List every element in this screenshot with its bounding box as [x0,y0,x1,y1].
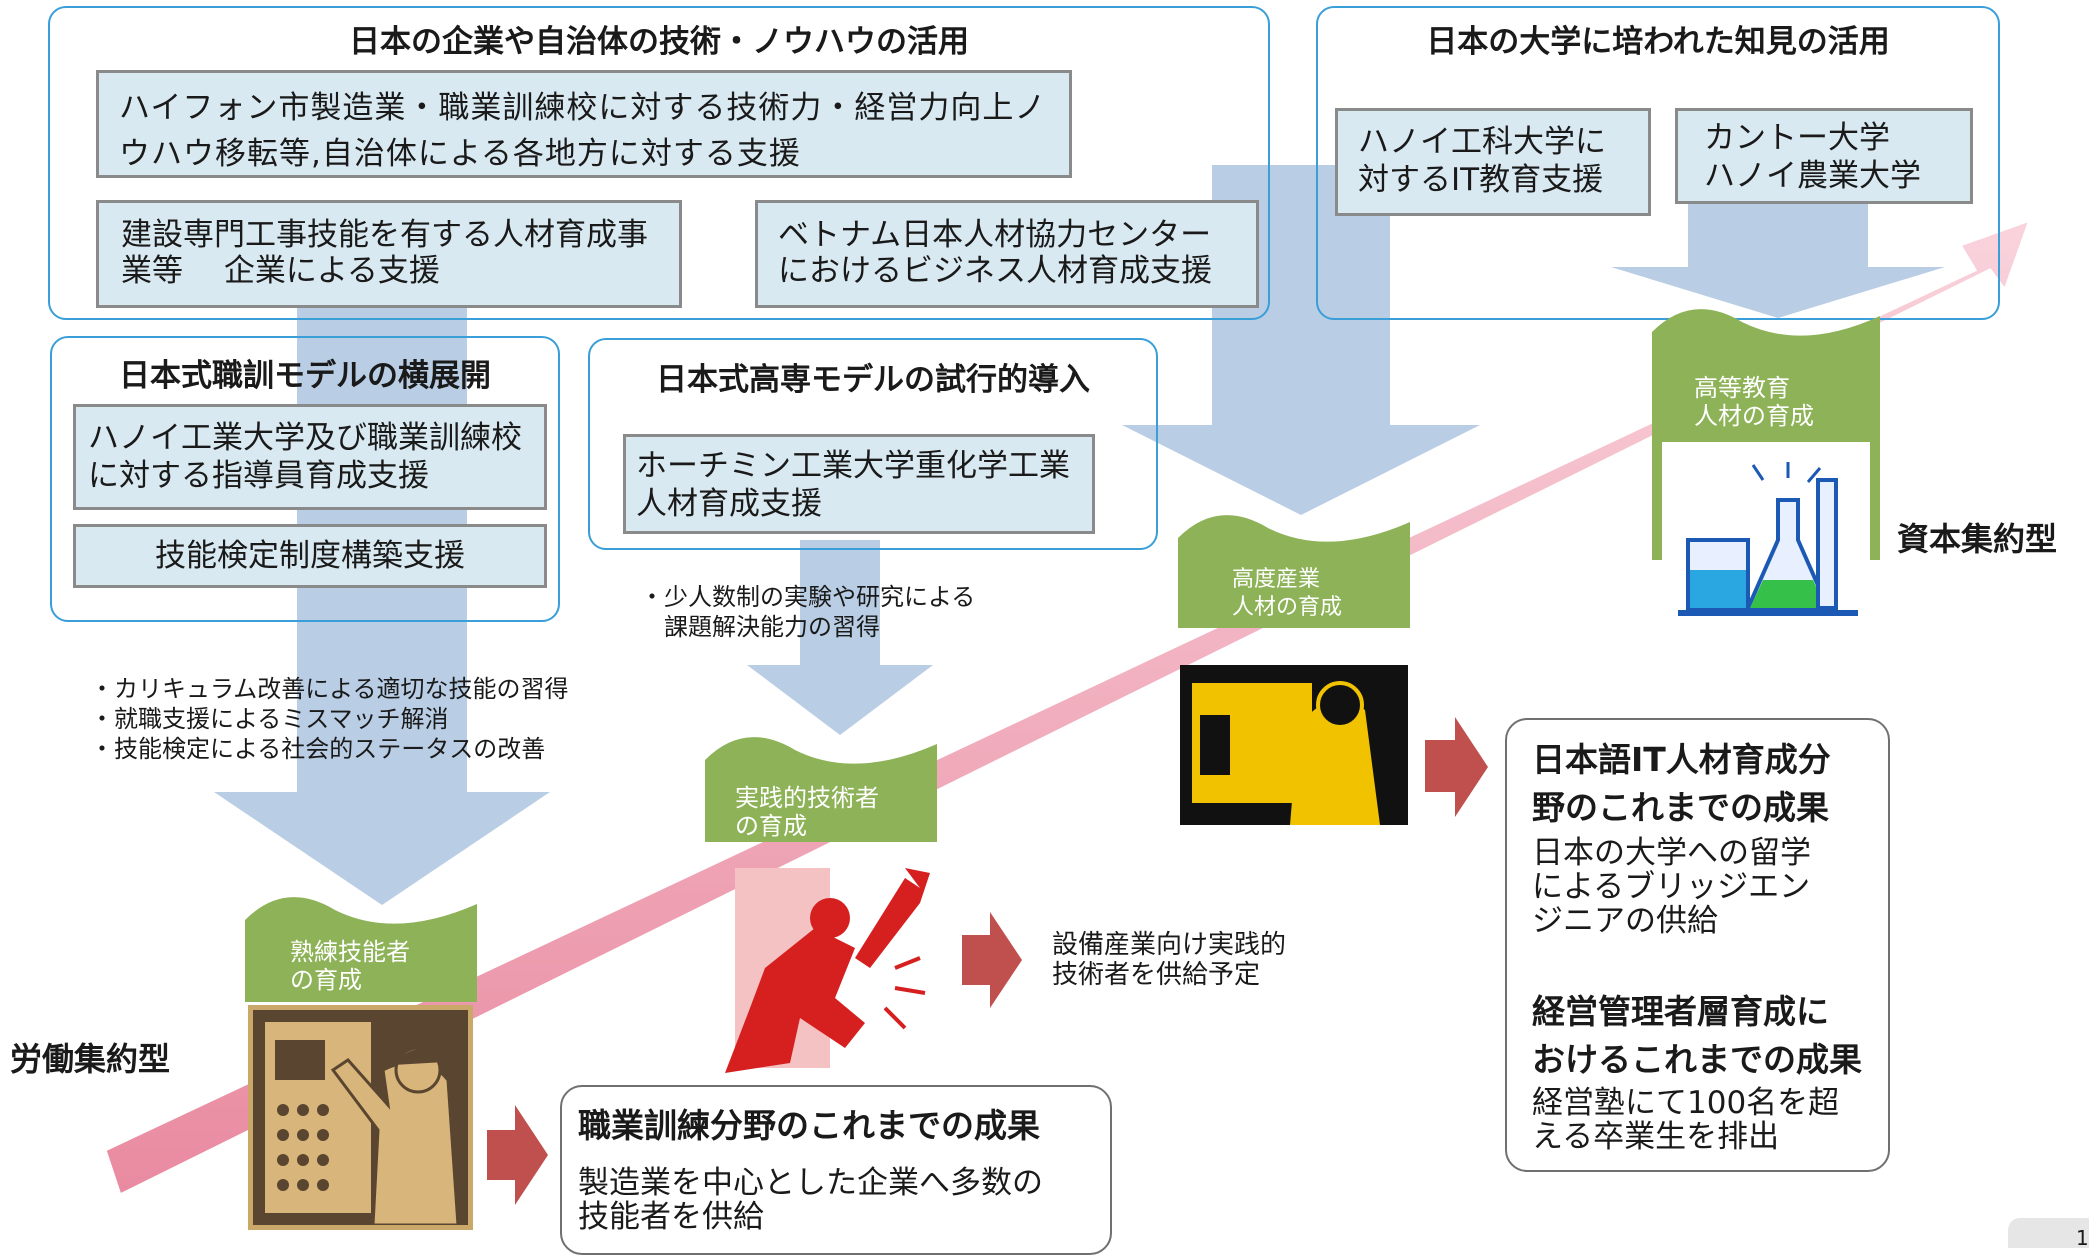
stage-frame-higher [1652,430,1880,560]
stage-banner-practical [705,737,937,842]
flow-arrow-advanced [1122,165,1480,515]
box-construction-training: 建設専門工事技能を有する人材育成事業等 企業による支援 [96,200,682,308]
label-capital-intensive: 資本集約型 [1897,520,2058,558]
group-japanese-universities-title: 日本の大学に培われた知見の活用 [1426,24,1890,60]
result-arrow-skilled [487,1105,548,1205]
mechanic-wrench-icon [705,848,937,1078]
result-arrow-advanced [1425,717,1488,817]
box-instructor-training: ハノイ工業大学及び職業訓練校に対する指導員育成支援 [73,404,547,510]
vocational-results-body: 製造業を中心とした企業へ多数の 技能者を供給 [578,1165,1043,1235]
lab-flask-icon [1668,460,1868,620]
practical-supply-text: 設備産業向け実践的 技術者を供給予定 [1052,930,1287,990]
label-labor-intensive: 労働集約型 [10,1040,171,1078]
stage-banner-skilled [245,897,477,1002]
box-skill-certification: 技能検定制度構築支援 [73,524,547,588]
management-results-title: 経営管理者層育成に おけるこれまでの成果 [1532,992,1862,1079]
stage-label-practical: 実践的技術者 の育成 [735,784,879,840]
group-vocational-model [50,336,560,622]
stage-label-advanced: 高度産業 人材の育成 [1232,567,1343,620]
box-vjcc-business: ベトナム日本人材協力センターにおけるビジネス人材育成支援 [755,200,1259,308]
group-kosen-model-title: 日本式高専モデルの試行的導入 [656,362,1090,398]
result-arrow-practical [962,912,1022,1008]
page-number: 1 [2076,1226,2089,1250]
flow-arrow-higher [1611,190,1945,318]
page-badge [2008,1218,2089,1248]
box-hcmc-industrial: ホーチミン工業大学重化学工業人材育成支援 [623,434,1095,534]
box-haiphong-support: ハイフォン市製造業・職業訓練校に対する技術力・経営力向上ノウハウ移転等,自治体に… [96,70,1072,178]
box-it-management-results [1505,718,1890,1172]
vocational-results-title: 職業訓練分野のこれまでの成果 [578,1106,1040,1145]
box-can-tho-university: カントー大学 ハノイ農業大学 [1675,108,1973,204]
engineer-computer-icon [1180,665,1408,825]
group-japanese-universities [1316,6,2000,320]
it-results-title: 日本語IT人材育成分 野のこれまでの成果 [1532,740,1831,827]
note-vocational-benefits: ・カリキュラム改善による適切な技能の習得 ・就職支援によるミスマッチ解消 ・技能… [90,675,569,763]
group-vocational-model-title: 日本式職訓モデルの横展開 [119,358,491,394]
note-kosen-benefits: ・少人数制の実験や研究による 課題解決能力の習得 [640,583,976,641]
stage-banner-advanced [1178,515,1410,628]
factory-worker-icon [248,1005,473,1230]
it-results-body: 日本の大学への留学 によるブリッジエン ジニアの供給 [1532,835,1811,939]
group-japanese-companies-title: 日本の企業や自治体の技術・ノウハウの活用 [349,24,969,60]
group-kosen-model [588,338,1158,550]
stage-label-higher: 高等教育 人材の育成 [1694,374,1814,430]
box-hust-it-education: ハノイ工科大学に対するIT教育支援 [1335,108,1651,216]
stage-label-skilled: 熟練技能者 の育成 [290,938,410,994]
group-japanese-companies [48,6,1270,320]
flow-arrow-kosen [747,540,933,735]
management-results-body: 経営塾にて100名を超 える卒業生を排出 [1532,1085,1840,1155]
